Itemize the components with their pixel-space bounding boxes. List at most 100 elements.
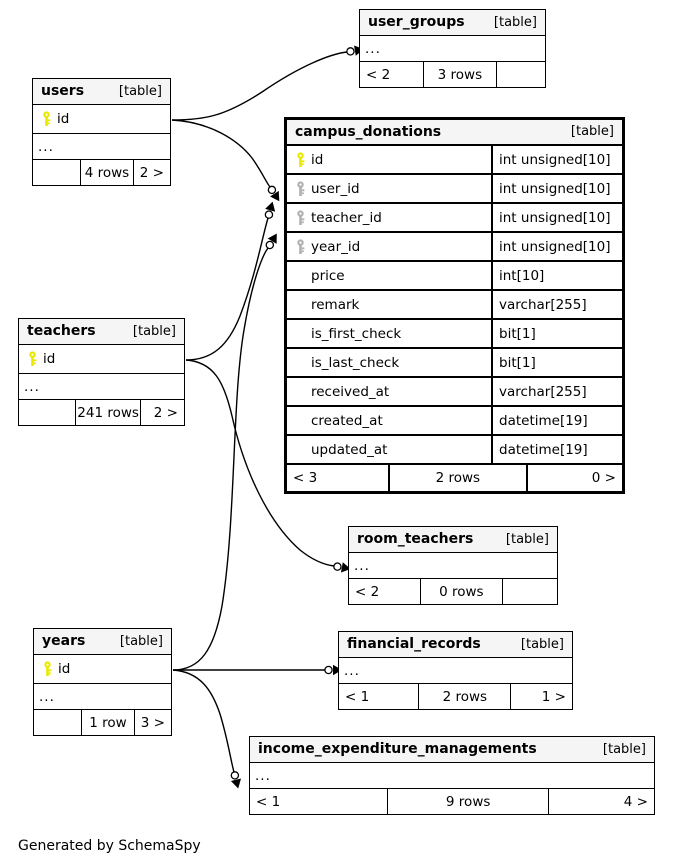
table-type-tag: [table] <box>118 83 162 99</box>
footer-right-cell[interactable]: 1 > <box>541 688 566 705</box>
column-row[interactable]: created_at datetime[19] <box>287 407 622 436</box>
table-name-label: room_teachers <box>357 531 474 547</box>
table-type-tag: [table] <box>132 323 176 339</box>
collapsed-columns-ellipsis: ... <box>349 553 557 579</box>
table-footer-room_teachers: < 2 0 rows <box>349 579 557 604</box>
footer-middle-cell: 241 rows <box>75 400 142 425</box>
column-label: id <box>311 151 324 168</box>
table-footer-income_expenditure_managements: < 1 9 rows 4 > <box>250 789 654 814</box>
relationship-cardinality-circle <box>346 47 355 56</box>
collapsed-columns-ellipsis: ... <box>339 658 572 684</box>
footer-left-cell[interactable] <box>34 710 81 735</box>
footer-middle-cell: 4 rows <box>79 160 135 185</box>
footer-right-cell[interactable]: 3 > <box>140 714 165 731</box>
column-type-cell: varchar[255] <box>491 291 622 318</box>
collapsed-columns-ellipsis: ... <box>33 134 170 160</box>
footer-right-cell[interactable] <box>497 62 545 87</box>
footer-left-cell[interactable]: < 2 <box>355 583 380 600</box>
footer-right-cell[interactable]: 0 > <box>591 470 616 486</box>
footer-left-cell[interactable]: < 3 <box>293 470 318 486</box>
column-label: id <box>43 351 56 367</box>
table-header-user_groups: user_groups[table] <box>360 10 545 36</box>
table-header-users: users[table] <box>33 79 170 105</box>
column-type-cell: bit[1] <box>491 349 622 376</box>
relationship-years-to-campus_donations <box>172 233 277 671</box>
table-header-financial_records: financial_records[table] <box>339 632 572 658</box>
table-header-room_teachers: room_teachers [table] <box>349 527 557 553</box>
column-label: year_id <box>311 238 361 255</box>
column-label: remark <box>311 296 360 313</box>
column-row[interactable]: id <box>33 105 170 134</box>
relationship-arrowhead <box>265 201 276 212</box>
footer-right-cell[interactable]: 2 > <box>153 404 178 421</box>
table-header-campus_donations: campus_donations[table] <box>287 120 622 146</box>
column-name-cell: id <box>33 105 170 133</box>
relationship-cardinality-circle <box>333 562 342 571</box>
footer-left-cell[interactable] <box>33 160 80 185</box>
table-columns-teachers: id <box>19 345 184 374</box>
column-name-cell: teacher_id <box>287 204 491 231</box>
table-box-income_expenditure_managements[interactable]: income_expenditure_managements[table]...… <box>249 736 655 815</box>
collapsed-columns-ellipsis: ... <box>19 374 184 400</box>
relationship-cardinality-circle <box>265 240 275 250</box>
column-row[interactable]: id <box>34 655 171 684</box>
column-row[interactable]: is_last_check bit[1] <box>287 349 622 378</box>
footer-middle-cell: 2 rows <box>387 465 529 491</box>
column-name-cell: updated_at <box>287 436 491 463</box>
relationship-cardinality-circle <box>324 665 333 675</box>
table-name-label: income_expenditure_managements <box>258 741 537 757</box>
footer-right-cell[interactable] <box>503 579 557 604</box>
column-name-cell: is_first_check <box>287 320 491 347</box>
column-type-cell: int unsigned[10] <box>491 233 622 260</box>
column-row[interactable]: year_id int unsigned[10] <box>287 233 622 262</box>
column-row[interactable]: remark varchar[255] <box>287 291 622 320</box>
table-footer-campus_donations: < 3 2 rows 0 > <box>287 465 622 491</box>
relationship-teachers-to-campus_donations <box>185 201 276 361</box>
table-type-tag: [table] <box>520 636 564 652</box>
table-header-years: years[table] <box>34 629 171 655</box>
relationship-cardinality-circle <box>230 771 240 780</box>
column-type-cell: datetime[19] <box>491 407 622 434</box>
footer-middle-cell: 0 rows <box>419 579 503 604</box>
column-type-cell: int[10] <box>491 262 622 289</box>
column-name-cell: id <box>34 655 171 683</box>
primary-key-icon <box>41 111 52 127</box>
footer-middle-cell: 9 rows <box>387 789 549 814</box>
footer-left-cell[interactable]: < 1 <box>256 793 281 810</box>
column-label: is_last_check <box>311 354 400 371</box>
column-label: created_at <box>311 412 383 429</box>
footer-right-cell[interactable]: 2 > <box>139 164 164 181</box>
column-name-cell: id <box>19 345 184 373</box>
table-box-room_teachers[interactable]: room_teachers [table]... < 2 0 rows <box>348 526 558 605</box>
column-name-cell: year_id <box>287 233 491 260</box>
column-type-cell: bit[1] <box>491 320 622 347</box>
table-type-tag: [table] <box>505 531 549 547</box>
column-label: id <box>58 661 71 677</box>
column-name-cell: received_at <box>287 378 491 405</box>
column-label: updated_at <box>311 441 388 458</box>
footer-left-cell[interactable]: < 1 <box>345 688 370 705</box>
footer-left-cell[interactable]: < 2 <box>366 66 391 83</box>
relationship-cardinality-circle <box>264 210 274 219</box>
footer-right-cell[interactable]: 4 > <box>623 793 648 810</box>
column-row[interactable]: id <box>19 345 184 374</box>
footer-left-cell[interactable] <box>19 400 75 425</box>
table-type-tag: [table] <box>602 741 646 757</box>
